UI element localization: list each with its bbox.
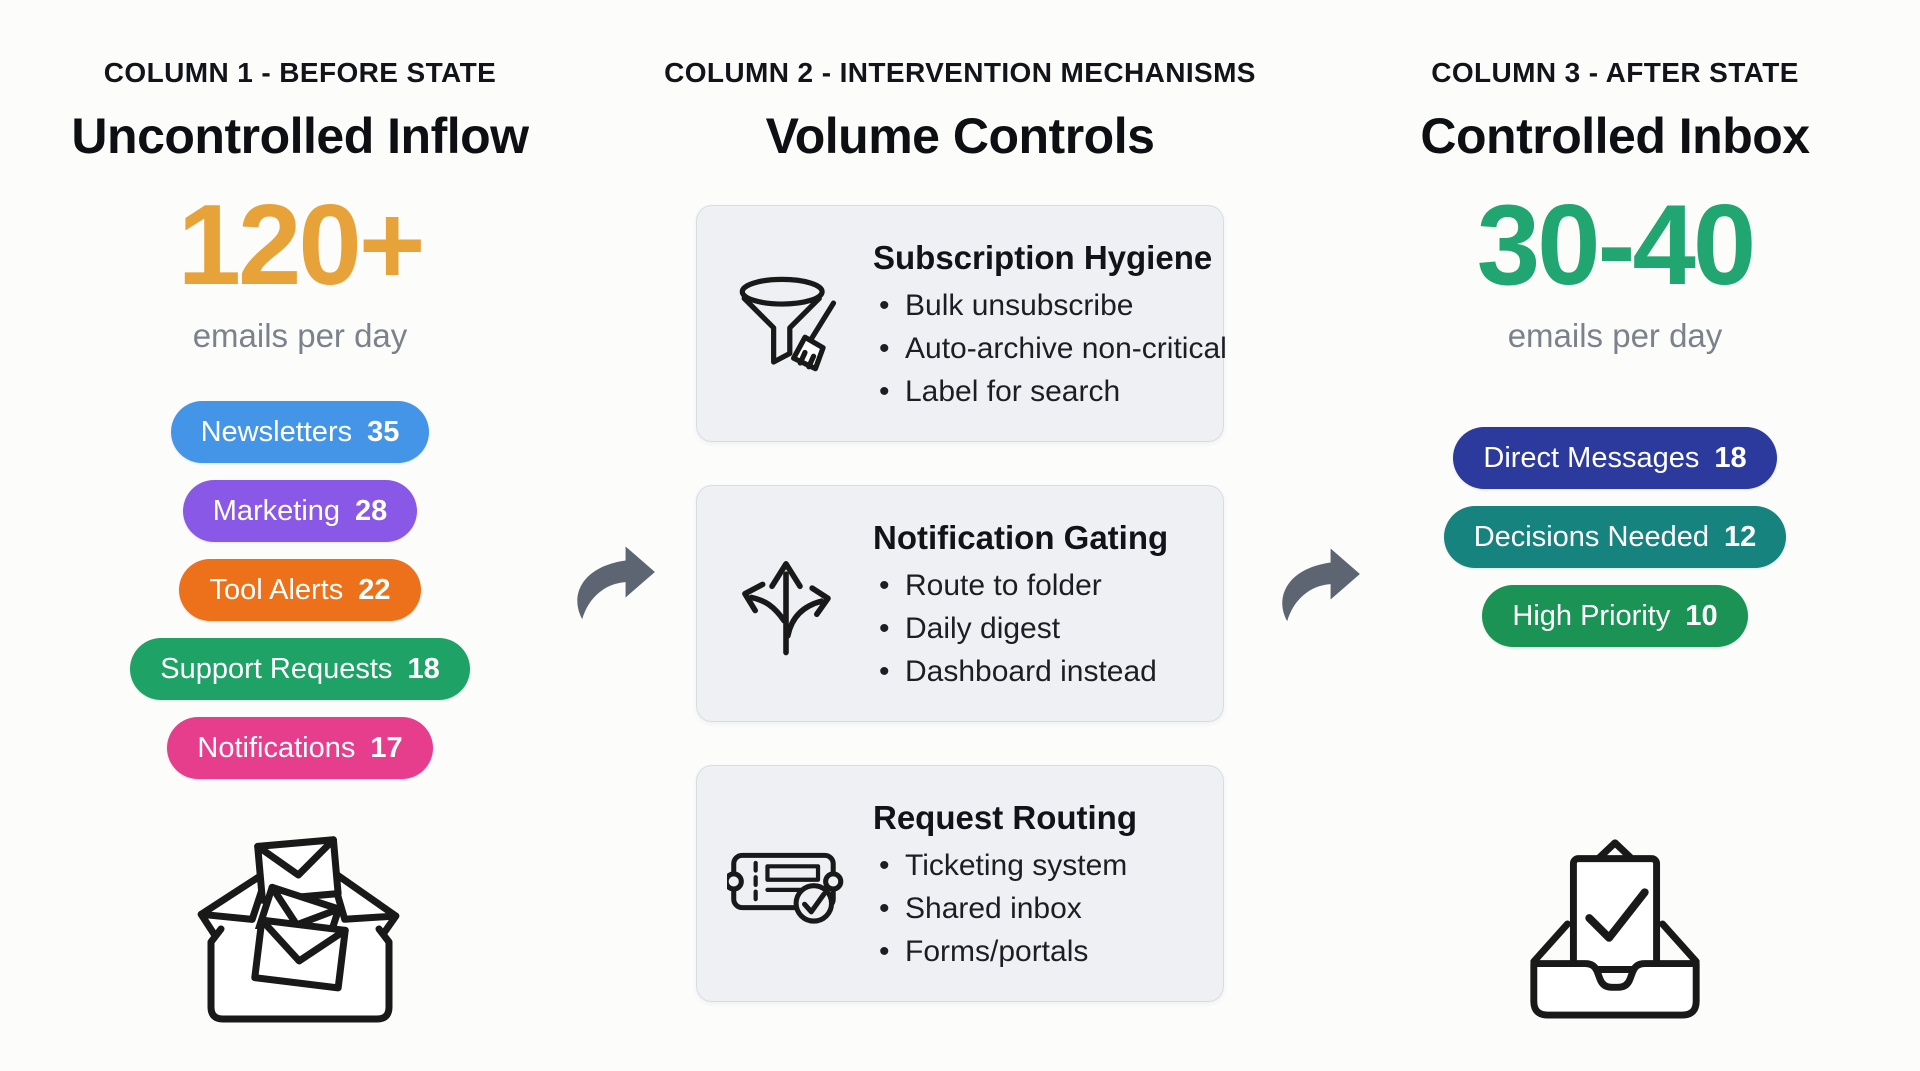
bullet: Daily digest [873,612,1168,646]
card-request-routing: Request Routing Ticketing system Shared … [696,765,1224,1002]
bullet: Shared inbox [873,892,1137,926]
intervention-cards: Subscription Hygiene Bulk unsubscribe Au… [696,205,1227,1002]
pill-label: Tool Alerts [209,573,344,606]
card-notification-gating: Notification Gating Route to folder Dail… [696,485,1224,722]
before-metric-unit: emails per day [192,317,408,354]
clean-inbox-icon [1516,823,1714,1021]
pill-marketing: Marketing 28 [182,480,418,542]
pill-count: 28 [355,494,388,527]
pill-direct-messages: Direct Messages 18 [1453,427,1777,489]
pill-label: Direct Messages [1483,441,1700,474]
funnel-broom-icon [727,267,845,381]
bullet: Label for search [873,375,1227,409]
card-body: Subscription Hygiene Bulk unsubscribe Au… [873,239,1227,409]
bullet: Auto-archive non-critical [873,332,1227,366]
pill-label: Newsletters [200,415,353,448]
after-metric-unit: emails per day [1507,317,1723,354]
after-pill-stack: Direct Messages 18 Decisions Needed 12 Hig… [1443,427,1787,647]
bullet: Dashboard instead [873,655,1168,689]
pill-label: Marketing [212,494,341,527]
ticket-check-icon [727,833,845,935]
card-body: Notification Gating Route to folder Dail… [873,519,1168,689]
interventions-title: Volume Controls [765,108,1155,164]
bullet: Bulk unsubscribe [873,289,1227,323]
after-kicker: COLUMN 3 - AFTER STATE [1431,57,1799,88]
pill-count: 12 [1724,520,1757,553]
pill-label: Notifications [197,731,356,764]
card-bullets: Route to folder Daily digest Dashboard i… [873,569,1168,689]
pill-decisions-needed: Decisions Needed 12 [1443,506,1787,568]
after-metric-value: 30-40 [1476,182,1757,309]
card-title: Subscription Hygiene [873,238,1213,276]
interventions-kicker: COLUMN 2 - INTERVENTION MECHANISMS [664,57,1256,88]
card-bullets: Bulk unsubscribe Auto-archive non-critic… [873,289,1227,409]
before-title: Uncontrolled Inflow [71,108,529,164]
bullet: Forms/portals [873,935,1137,969]
branching-arrows-icon [727,548,845,660]
card-title: Notification Gating [873,518,1169,556]
pill-label: Decisions Needed [1473,520,1710,553]
pill-newsletters: Newsletters 35 [170,401,430,463]
pill-support-requests: Support Requests 18 [130,638,470,700]
flow-arrow-before-to-interventions [558,540,660,632]
card-body: Request Routing Ticketing system Shared … [873,799,1137,969]
pill-label: Support Requests [160,652,393,685]
interventions-column: COLUMN 2 - INTERVENTION MECHANISMS Volum… [664,0,1255,1002]
card-bullets: Ticketing system Shared inbox Forms/port… [873,849,1137,969]
bullet: Route to folder [873,569,1168,603]
pill-notifications: Notifications 17 [167,717,433,779]
pill-count: 35 [367,415,400,448]
before-column: COLUMN 1 - BEFORE STATE Uncontrolled Inf… [20,0,580,1027]
before-kicker: COLUMN 1 - BEFORE STATE [103,57,497,88]
before-metric-value: 120+ [177,182,426,309]
after-title: Controlled Inbox [1420,108,1810,164]
card-title: Request Routing [873,798,1137,836]
pill-label: High Priority [1512,599,1671,632]
flow-arrow-interventions-to-after [1263,542,1365,634]
pill-count: 18 [1714,441,1747,474]
pill-count: 18 [407,652,440,685]
pill-tool-alerts: Tool Alerts 22 [179,559,421,621]
after-column: COLUMN 3 - AFTER STATE Controlled Inbox … [1355,0,1875,1021]
pill-count: 22 [358,573,391,606]
card-subscription-hygiene: Subscription Hygiene Bulk unsubscribe Au… [696,205,1227,442]
pill-count: 17 [370,731,403,764]
pill-count: 10 [1685,599,1718,632]
overflowing-inbox-icon [194,821,406,1027]
bullet: Ticketing system [873,849,1137,883]
pill-high-priority: High Priority 10 [1482,585,1748,647]
